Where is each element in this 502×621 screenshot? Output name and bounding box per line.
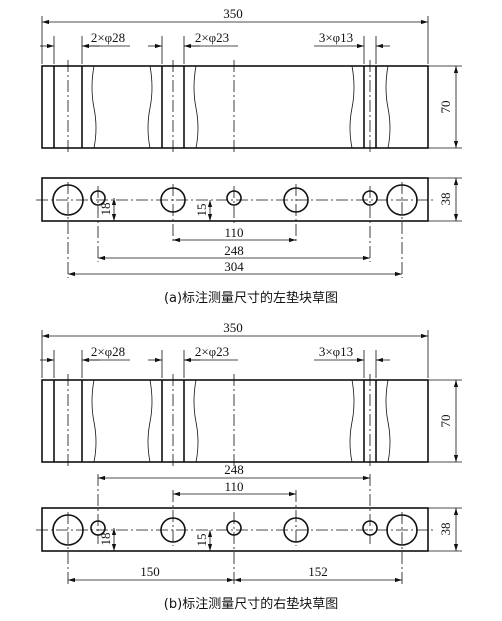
callout-label-3x13: 3×φ13 [319,30,353,45]
dim-label-15: 15 [194,534,209,547]
callout-label-2x23: 2×φ23 [195,30,229,45]
dim-label-70: 70 [438,415,453,428]
dim-label-18: 18 [98,533,113,546]
callout-label-2x28: 2×φ28 [91,30,125,45]
callout-holes-23-b: 2×φ23 [148,344,238,378]
dim-label-248: 248 [224,243,244,258]
top-view-a: 18 15 38 110 248 304 [36,177,462,278]
dim-label-15: 15 [194,204,209,217]
callout-holes-13-a: 3×φ13 [314,30,390,64]
dim-label-110: 110 [224,479,243,494]
callout-holes-13-b: 3×φ13 [314,344,390,378]
dim-label-110: 110 [224,225,243,240]
dim-overall-length-b: 350 [41,320,429,378]
callout-holes-23-a: 2×φ23 [148,30,238,64]
front-view-a: 70 [41,60,462,154]
callout-label-2x23: 2×φ23 [195,344,229,359]
caption-a: (a)标注测量尺寸的左垫块草图 [164,290,338,306]
front-view-b: 70 [41,374,462,468]
callout-holes-28-b: 2×φ28 [40,344,130,378]
callout-holes-28-a: 2×φ28 [40,30,130,64]
dim-label-248: 248 [224,462,244,477]
dim-label-304: 304 [224,259,244,274]
figure-a: 350 2×φ28 2×φ23 3×φ13 [36,6,462,306]
dim-label-152: 152 [308,564,328,579]
caption-b: (b)标注测量尺寸的右垫块草图 [164,596,338,612]
dim-label-150: 150 [140,564,160,579]
dim-label-38: 38 [438,193,453,206]
dim-overall-length-a: 350 [41,6,429,64]
dim-label-70: 70 [438,101,453,114]
callout-label-2x28: 2×φ28 [91,344,125,359]
dim-label-38: 38 [438,523,453,536]
top-view-b: 248 110 18 15 [36,462,462,584]
dim-label-18: 18 [98,203,113,216]
callout-label-3x13: 3×φ13 [319,344,353,359]
dim-label-350: 350 [223,320,243,335]
dim-label-350: 350 [223,6,243,21]
figure-b: 350 2×φ28 2×φ23 3×φ13 [36,320,462,612]
